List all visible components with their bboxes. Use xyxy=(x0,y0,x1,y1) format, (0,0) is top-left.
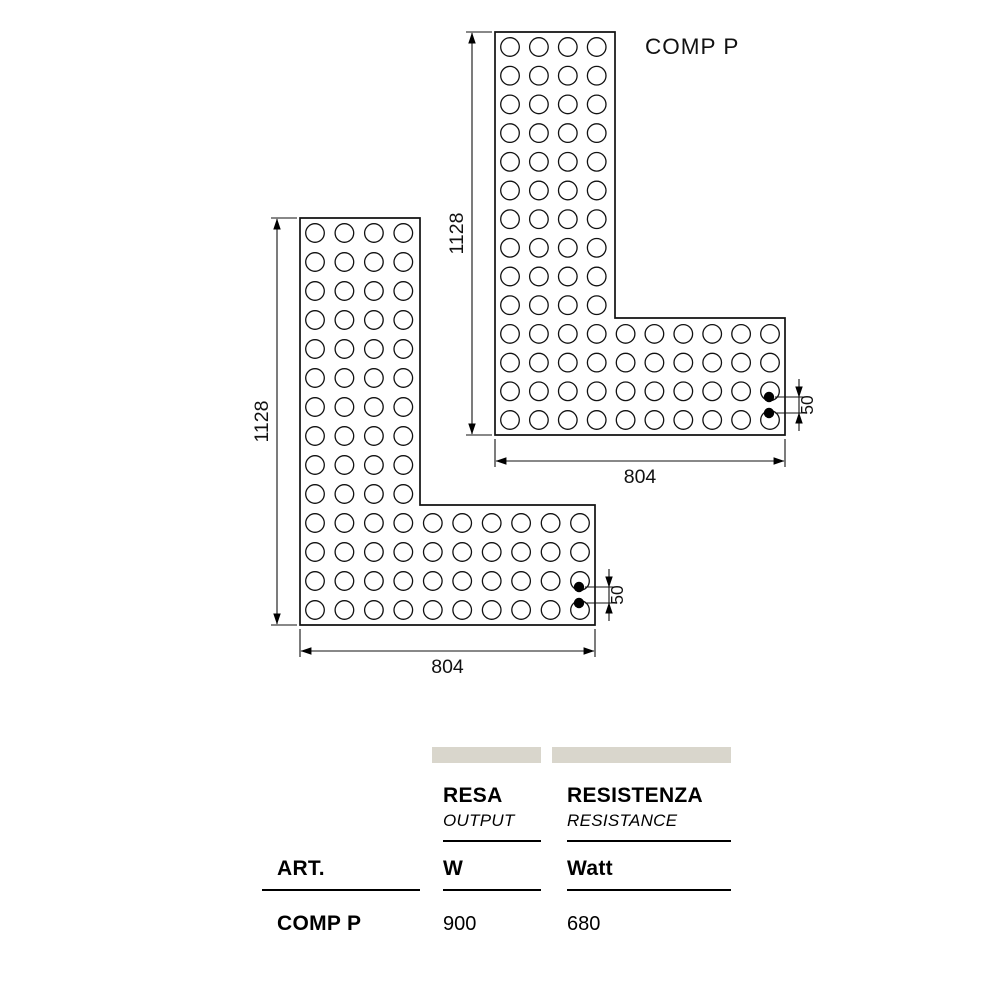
connection-dot xyxy=(573,581,585,593)
width-dimension-label: 804 xyxy=(431,656,464,678)
diagram-title: COMP P xyxy=(645,34,739,59)
table-rule xyxy=(443,840,541,842)
panel-holes xyxy=(305,223,590,620)
row-resistance-value: 680 xyxy=(567,913,601,935)
table-rule xyxy=(567,889,731,891)
dimension-lines xyxy=(466,31,806,467)
table-rule xyxy=(262,889,420,891)
col-resistenza-subtitle: RESISTANCE xyxy=(567,811,678,830)
table-header-bar xyxy=(552,747,731,763)
pitch-dimension-label: 50 xyxy=(607,585,627,605)
col-resa-subtitle: OUTPUT xyxy=(443,811,515,830)
pitch-dimension-label: 50 xyxy=(797,395,817,415)
row-article-name: COMP P xyxy=(277,912,362,935)
col-resa-unit: W xyxy=(443,857,464,880)
height-dimension-label: 1128 xyxy=(251,401,273,443)
connection-dot xyxy=(763,407,775,419)
panel-outline xyxy=(494,31,786,436)
panel-holes xyxy=(500,37,780,430)
col-resa-title: RESA xyxy=(443,784,503,807)
panel-top-right: 1128 804 50 xyxy=(446,31,817,488)
col-resistenza-title: RESISTENZA xyxy=(567,784,704,807)
art-column-header: ART. xyxy=(277,857,325,880)
width-dimension-label: 804 xyxy=(624,466,657,488)
panel-bottom-left: 1128 804 50 xyxy=(251,217,627,678)
table-rule xyxy=(443,889,541,891)
height-dimension-label: 1128 xyxy=(446,213,468,255)
radiator-technical-diagram: 1128 804 50 1128 804 50 COMP P xyxy=(251,31,817,678)
col-resistenza-unit: Watt xyxy=(567,857,613,880)
connection-dot xyxy=(573,597,585,609)
dimension-lines xyxy=(271,217,616,657)
row-output-value: 900 xyxy=(443,913,477,935)
connection-dot xyxy=(763,391,775,403)
table-rule xyxy=(567,840,731,842)
table-header-bar xyxy=(432,747,541,763)
